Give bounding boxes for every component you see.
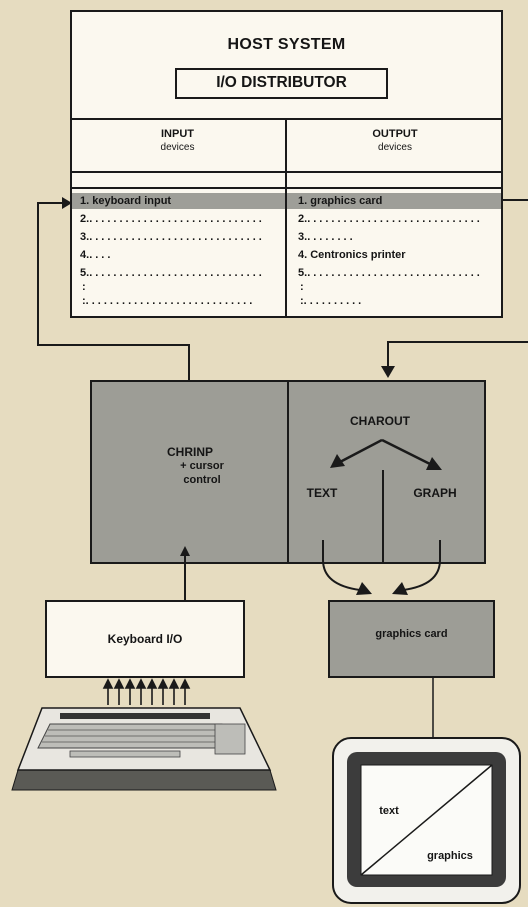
monitor-icon xyxy=(333,738,520,903)
graph-merge-arrowhead xyxy=(392,582,408,595)
charout-text-arrow xyxy=(340,440,382,462)
monitor-graphics-label: graphics xyxy=(420,850,480,862)
input-feedback-arrowhead xyxy=(62,197,72,209)
output-return-arrowhead xyxy=(381,366,395,378)
text-merge-line xyxy=(323,540,360,590)
monitor-text-label: text xyxy=(364,805,414,817)
graph-merge-line xyxy=(403,540,440,590)
input-feedback-line xyxy=(38,203,189,380)
charout-graph-arrow xyxy=(382,440,430,464)
keyboard-signal-arrows xyxy=(104,680,189,705)
kbio-to-chrinp-arrowhead xyxy=(180,546,190,556)
text-merge-arrowhead xyxy=(356,582,372,595)
keyboard-icon xyxy=(12,708,276,790)
output-return-line xyxy=(388,342,528,366)
